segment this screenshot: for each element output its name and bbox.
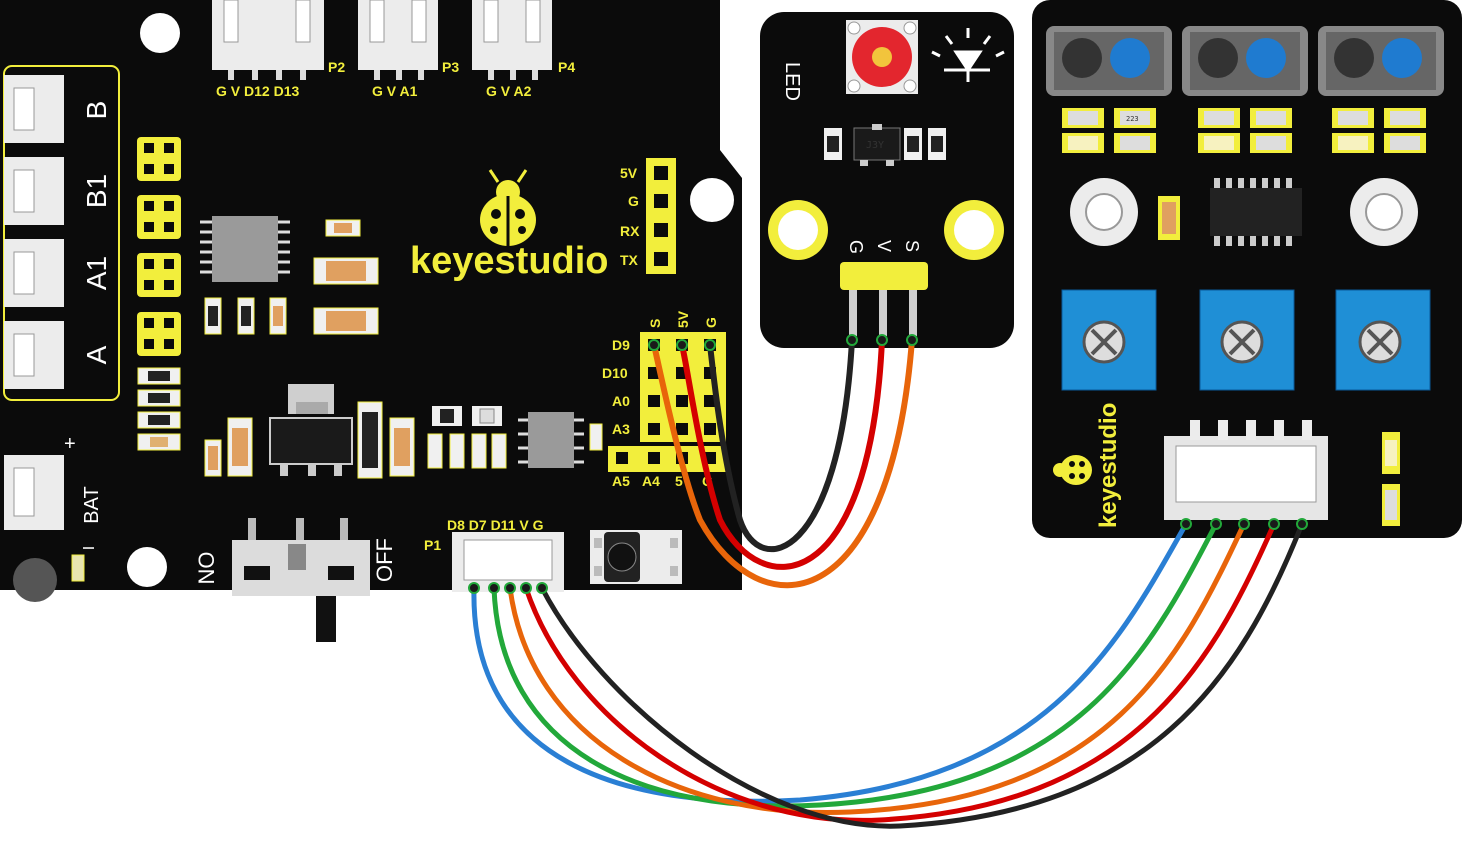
wire-orange-led: [651, 337, 915, 589]
wire-black: [539, 521, 1305, 829]
left-connector-b1: [4, 157, 64, 225]
small-chip: [518, 412, 584, 468]
bottom-pin-5: 5: [675, 473, 683, 489]
col-head-5v: 5V: [675, 310, 691, 328]
wire-red: [523, 521, 1277, 823]
left-connector-a1: [4, 239, 64, 307]
shield-brand-logo: keyestudio: [410, 240, 609, 282]
switch-off-label: OFF: [372, 538, 397, 582]
p1-connector: [452, 532, 564, 592]
ir-sensor-1: [1046, 26, 1172, 96]
p1-pins-label: D8 D7 D11 V G: [447, 517, 544, 533]
row-label-d10: D10: [602, 365, 628, 381]
header-p3-label: P3: [442, 59, 459, 75]
wire-orange: [507, 521, 1247, 816]
bat-plus-label: +: [64, 433, 76, 455]
header-p4-label: P4: [558, 59, 575, 75]
led-chip-label: J3Y: [866, 140, 884, 151]
wire-blue: [471, 521, 1189, 804]
ladybug-logo-icon: [480, 169, 536, 246]
potentiometer-1[interactable]: [1061, 289, 1157, 391]
row-label-a0: A0: [612, 393, 630, 409]
header-p2-label: P2: [328, 59, 345, 75]
comparator-chip: [1210, 178, 1302, 246]
led-smd-parts: [824, 124, 946, 166]
row-label-a3: A3: [612, 421, 630, 437]
motor-shield-board: B B1 A1 A BAT + I: [0, 0, 742, 642]
voltage-regulator: [269, 384, 353, 476]
led-module-title: LED: [781, 62, 803, 101]
tracker-resistor-code: 223: [1126, 115, 1139, 123]
reset-button[interactable]: [590, 530, 682, 584]
port-label-a1: A1: [81, 256, 112, 290]
line-tracking-module-board: 223: [1032, 0, 1462, 538]
led-pin-header: [840, 262, 928, 336]
port-label-a: A: [81, 345, 112, 364]
left-connector-b: [4, 75, 64, 143]
led-pin-v-label: V: [874, 240, 894, 252]
potentiometer-2[interactable]: [1199, 289, 1295, 391]
bottom-pin-a4: A4: [642, 473, 660, 489]
power-switch[interactable]: [232, 518, 370, 642]
tracker-output-connector: [1164, 420, 1328, 520]
potentiometer-3[interactable]: [1335, 289, 1431, 391]
switch-on-label: NO: [194, 552, 219, 585]
wire-red-led: [679, 337, 885, 570]
bat-minus-label: I: [81, 546, 98, 550]
mounting-hole-left-icon: [1070, 178, 1138, 246]
ir-sensor-3: [1318, 26, 1444, 96]
led-symbol-icon: [931, 28, 1005, 82]
bat-label: BAT: [81, 486, 103, 523]
header-p3: [358, 0, 438, 80]
wires-shield-to-tracker: [471, 521, 1305, 829]
row-label-d9: D9: [612, 337, 630, 353]
wires-led-to-shield: [651, 337, 915, 589]
p1-label: P1: [424, 537, 441, 553]
led-pin-s-label: S: [902, 240, 922, 252]
mounting-hole-right-icon: [1350, 178, 1418, 246]
battery-connector: [4, 455, 64, 530]
header-p2: [212, 0, 324, 80]
wire-black-led: [707, 337, 855, 553]
left-connector-a: [4, 321, 64, 389]
serial-pin-rx: RX: [620, 223, 640, 239]
smd-components-left: [137, 367, 181, 451]
port-label-b: B: [81, 101, 112, 120]
bottom-pin-a5: A5: [612, 473, 630, 489]
col-head-s: S: [647, 319, 663, 328]
led-pin-g-label: G: [846, 240, 866, 254]
passive-components: [204, 219, 603, 479]
driver-chip: [200, 216, 290, 282]
serial-header: [646, 158, 676, 274]
tracker-ladybug-logo-icon: [1053, 455, 1092, 485]
tracker-resistors: [1062, 108, 1426, 153]
wire-end-caps: [468, 334, 1308, 594]
wire-green: [491, 521, 1219, 809]
serial-pin-tx: TX: [620, 252, 639, 268]
ir-sensor-2: [1182, 26, 1308, 96]
col-head-g: G: [703, 317, 719, 328]
tracker-brand-logo: keyestudio: [1095, 403, 1122, 528]
header-p3-pins: G V A1: [372, 83, 418, 99]
header-p4-pins: G V A2: [486, 83, 532, 99]
red-led-icon: [846, 20, 918, 94]
header-p4: [472, 0, 552, 80]
header-p2-pins: G V D12 D13: [216, 83, 299, 99]
port-label-b1: B1: [81, 174, 112, 208]
serial-pin-5v: 5V: [620, 165, 638, 181]
serial-pin-g: G: [628, 193, 639, 209]
led-module-board: LED J3Y G V S: [760, 12, 1014, 348]
